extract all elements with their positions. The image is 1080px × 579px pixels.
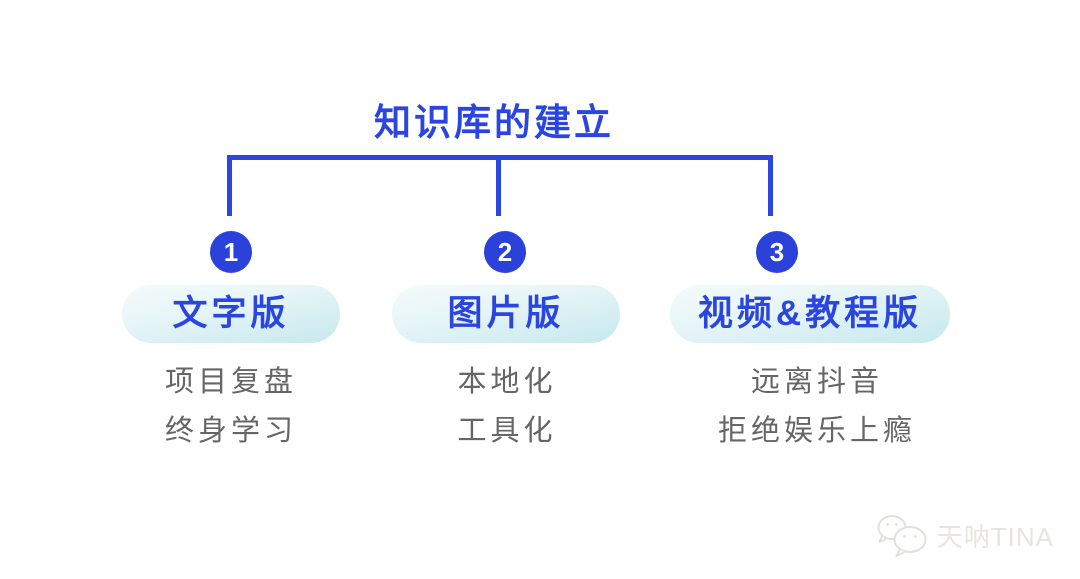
diagram-title: 知识库的建立 bbox=[374, 102, 614, 143]
branch-label-video-tutorial-version: 视频&教程版 bbox=[670, 285, 950, 343]
list-item: 本地化 bbox=[457, 366, 557, 398]
list-item: 项目复盘 bbox=[164, 366, 297, 398]
tree-connector-stem-2 bbox=[496, 155, 501, 216]
tree-connector-stem-1 bbox=[227, 155, 232, 216]
branch-items-picture-version: 本地化 工具化 bbox=[357, 366, 657, 464]
branch-number-badge-3: 3 bbox=[756, 231, 798, 273]
list-item: 拒绝娱乐上瘾 bbox=[717, 415, 916, 447]
branch-number-badge-2: 2 bbox=[484, 231, 526, 273]
branch-number-badge-1: 1 bbox=[210, 231, 252, 273]
watermark: 天呐TINA bbox=[873, 511, 1054, 559]
branch-items-video-tutorial-version: 远离抖音 拒绝娱乐上瘾 bbox=[667, 366, 967, 464]
wechat-icon bbox=[877, 515, 927, 557]
branch-items-text-version: 项目复盘 终身学习 bbox=[81, 366, 381, 464]
list-item: 远离抖音 bbox=[750, 366, 883, 398]
branch-label-picture-version: 图片版 bbox=[392, 285, 620, 343]
tree-connector-stem-3 bbox=[768, 155, 773, 216]
list-item: 终身学习 bbox=[164, 415, 297, 447]
list-item: 工具化 bbox=[457, 415, 557, 447]
watermark-text: 天呐TINA bbox=[936, 521, 1054, 552]
branch-label-text-version: 文字版 bbox=[122, 285, 340, 343]
